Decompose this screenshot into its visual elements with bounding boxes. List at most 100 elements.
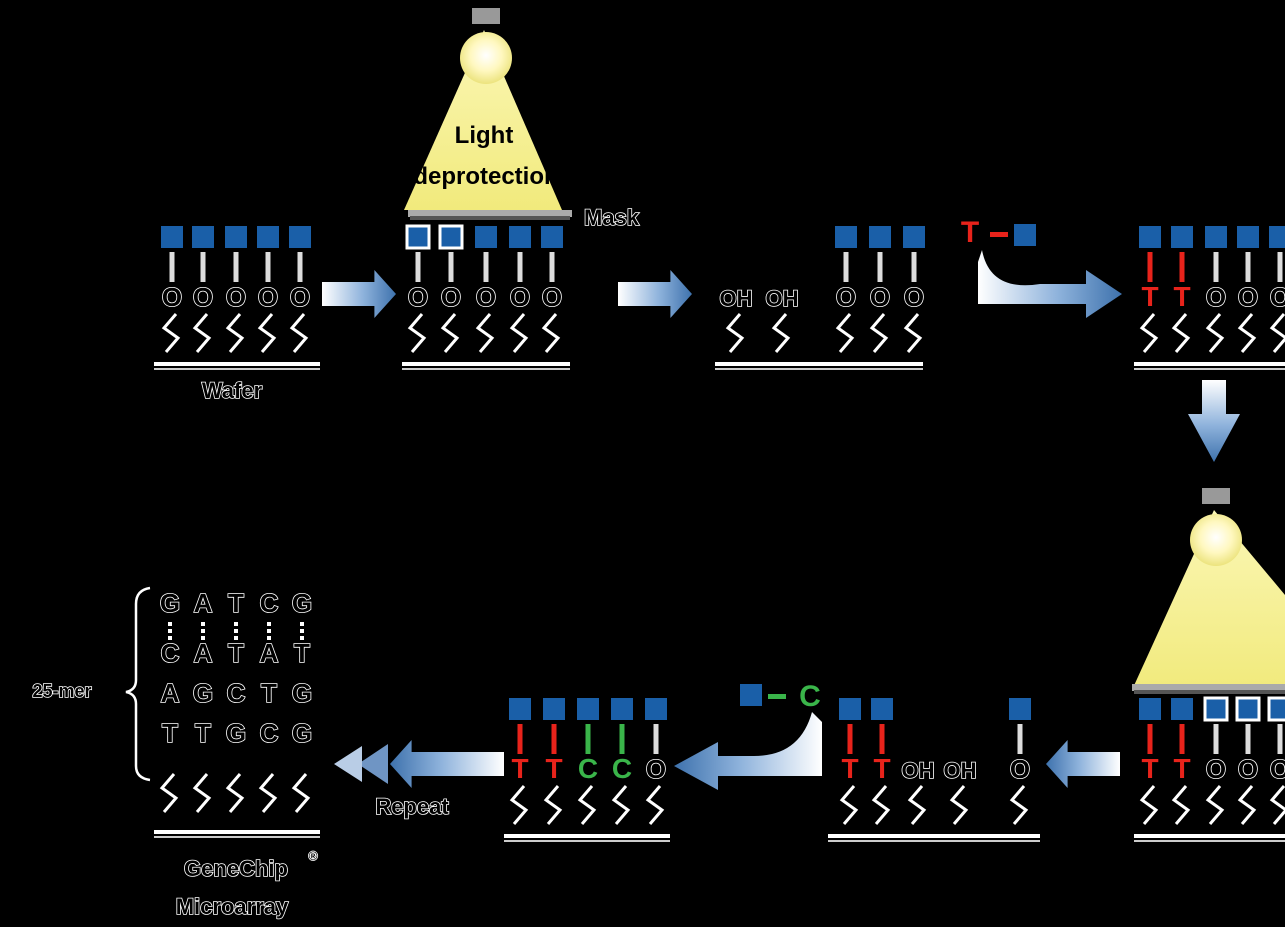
protecting-group: [871, 698, 893, 720]
oxygen-site: O: [646, 754, 666, 784]
bond-stem: [619, 724, 625, 754]
linker-squiggle: [725, 313, 745, 353]
oxygen-site: O: [1206, 282, 1226, 312]
bond-stem: [911, 252, 917, 282]
bond-stem: [847, 724, 853, 754]
bond-stem: [585, 724, 591, 754]
dotted-bond: [267, 629, 271, 633]
thymine-base: T: [1173, 753, 1190, 784]
linker-squiggle: [1171, 785, 1191, 825]
oxygen-site: O: [870, 282, 890, 312]
protecting-group: [1203, 696, 1229, 722]
light-beam: [1132, 510, 1285, 690]
bond-stem: [1179, 252, 1185, 282]
thymine-reagent: T: [961, 216, 979, 249]
microarray-base: T: [261, 678, 277, 708]
wafer-substrate: [1134, 834, 1285, 838]
oxygen-site: O: [1238, 754, 1258, 784]
oxygen-site: O: [542, 282, 562, 312]
bond-stem: [1245, 252, 1251, 282]
microarray-base: C: [227, 678, 246, 708]
microarray-base: A: [194, 588, 213, 618]
thymine-base: T: [1141, 753, 1158, 784]
wafer-substrate: [154, 368, 320, 370]
linker-squiggle: [903, 313, 923, 353]
bond-stem: [415, 252, 421, 282]
linker-squiggle: [192, 313, 212, 353]
wafer-substrate: [715, 368, 923, 370]
protecting-group: [835, 226, 857, 248]
hydroxyl-group: OH: [944, 758, 977, 783]
linker-squiggle: [1237, 313, 1257, 353]
bond-stem: [233, 252, 239, 282]
protecting-group: [1237, 226, 1259, 248]
linker-squiggle: [949, 785, 969, 825]
wafer-substrate: [828, 840, 1040, 842]
reagent-bond: [768, 694, 786, 699]
protecting-group: [1205, 226, 1227, 248]
protecting-group: [577, 698, 599, 720]
cytosine-base: C: [612, 753, 632, 784]
protecting-group: [257, 226, 279, 248]
linker-squiggle: [835, 313, 855, 353]
linker-squiggle: [257, 313, 277, 353]
light-label: Light: [455, 122, 514, 149]
bond-stem: [1213, 252, 1219, 282]
dotted-bond: [300, 636, 304, 640]
dotted-bond: [168, 629, 172, 633]
wafer-substrate: [154, 836, 320, 838]
protecting-group: [1014, 224, 1036, 246]
curved-left-arrow-icon: [674, 712, 822, 790]
microarray-base: G: [160, 588, 180, 618]
registered-mark: ®: [309, 849, 318, 863]
linker-squiggle: [225, 773, 245, 813]
dotted-bond: [201, 629, 205, 633]
bond-stem: [1147, 724, 1153, 754]
protecting-group: [192, 226, 214, 248]
bond-stem: [1245, 724, 1251, 754]
protecting-group: [740, 684, 762, 706]
bond-stem: [1147, 252, 1153, 282]
oxygen-site: O: [1270, 754, 1285, 784]
linker-squiggle: [577, 785, 597, 825]
linker-squiggle: [1205, 785, 1225, 825]
microarray-base: T: [228, 638, 244, 668]
bond-stem: [169, 252, 175, 282]
microarray-label: Microarray: [176, 894, 289, 919]
oxygen-site: O: [1270, 282, 1285, 312]
microarray-base: A: [194, 638, 213, 668]
linker-squiggle: [1171, 313, 1191, 353]
protecting-group: [1269, 226, 1285, 248]
oxygen-site: O: [408, 282, 428, 312]
linker-squiggle: [541, 313, 561, 353]
oxygen-site: O: [1010, 754, 1030, 784]
microarray-base: G: [292, 718, 312, 748]
microarray-base: G: [226, 718, 246, 748]
wafer-substrate: [1134, 840, 1285, 842]
protecting-group: [611, 698, 633, 720]
light-source-2: [1132, 488, 1285, 690]
microarray-base: A: [161, 678, 180, 708]
oxygen-site: O: [1206, 754, 1226, 784]
linker-squiggle: [291, 773, 311, 813]
oxygen-site: O: [226, 282, 246, 312]
protecting-group: [1139, 226, 1161, 248]
protecting-group: [1235, 696, 1261, 722]
dotted-bond: [234, 629, 238, 633]
bond-stem: [297, 252, 303, 282]
protecting-group: [869, 226, 891, 248]
wafer-substrate: [1134, 368, 1285, 370]
wafer-substrate: [504, 834, 670, 838]
oxygen-site: O: [162, 282, 182, 312]
dotted-bond: [267, 636, 271, 640]
linker-squiggle: [611, 785, 631, 825]
bond-stem: [483, 252, 489, 282]
protecting-group: [541, 226, 563, 248]
protecting-group: [1139, 698, 1161, 720]
linker-squiggle: [839, 785, 859, 825]
